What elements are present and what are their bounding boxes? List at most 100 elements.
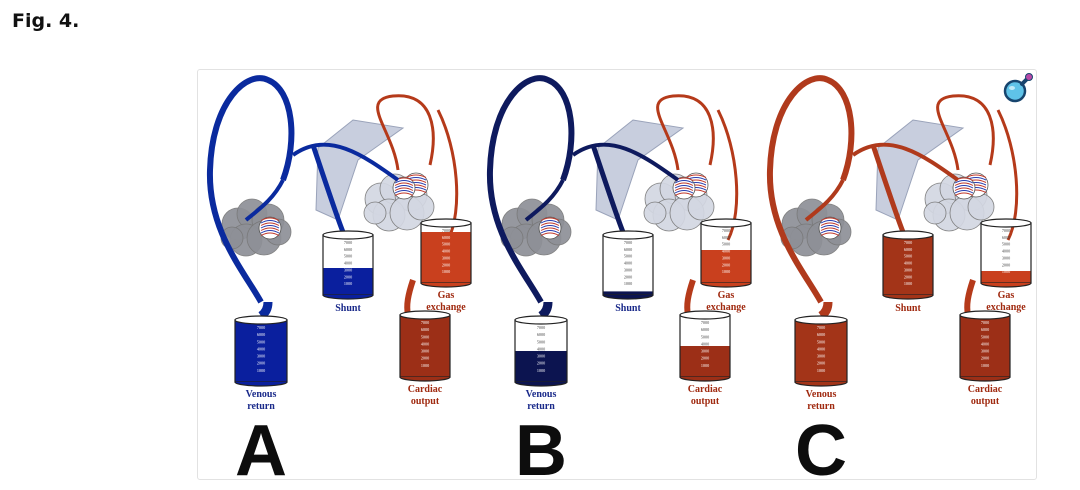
shunt-beaker-base bbox=[882, 294, 934, 300]
venous-return-beaker-tick: 5000 bbox=[257, 339, 265, 344]
venous-outflow bbox=[538, 301, 553, 320]
shunt-beaker-tick: 7000 bbox=[904, 240, 912, 245]
venous-return-beaker-tick: 2000 bbox=[817, 361, 825, 366]
gas-exchange-vessel bbox=[436, 109, 459, 241]
shunt-beaker-rim bbox=[322, 230, 374, 240]
cardiac-output-beaker-tick: 7000 bbox=[981, 320, 989, 325]
pulmonary-artery-right bbox=[291, 142, 400, 182]
shunt-beaker-tick: 4000 bbox=[344, 261, 352, 266]
venous-return-label: return bbox=[247, 401, 275, 412]
cardiac-output-beaker-liquid bbox=[960, 315, 1010, 377]
cardiac-output-beaker-tick: 7000 bbox=[421, 320, 429, 325]
gas-exchange-vessel bbox=[716, 109, 739, 241]
venous-return-beaker-tick: 5000 bbox=[537, 339, 545, 344]
right-alveolus-2-capillary bbox=[674, 187, 694, 191]
venous-return-beaker-base bbox=[794, 381, 848, 387]
venous-return-label: return bbox=[807, 401, 835, 412]
venous-return-beaker-rim bbox=[794, 315, 848, 325]
right-alveolus-2-capillary bbox=[674, 180, 694, 184]
gas-exchange-beaker-tick: 6000 bbox=[1002, 235, 1010, 240]
venous-return-beaker-tick: 1000 bbox=[537, 368, 545, 373]
cardiac-output-beaker-base bbox=[679, 376, 731, 382]
vena-cava bbox=[486, 75, 575, 304]
gas-exchange-label: exchange bbox=[706, 302, 746, 313]
right-lung bbox=[643, 173, 715, 232]
right-alveolus-2-capillary bbox=[394, 180, 414, 184]
shunt-beaker-tick: 5000 bbox=[904, 254, 912, 259]
left-alveolus-capillary bbox=[820, 220, 840, 224]
gas-exchange-beaker-tick: 5000 bbox=[1002, 242, 1010, 247]
gas-exchange-beaker-liquid bbox=[701, 250, 751, 283]
gas-exchange-beaker-tick: 7000 bbox=[442, 228, 450, 233]
shunt-vessel bbox=[870, 144, 906, 233]
right-alveolus-2-capillary bbox=[394, 185, 414, 189]
left-alveolus-capillary bbox=[820, 227, 840, 231]
cardiac-output-beaker-tick: 6000 bbox=[981, 327, 989, 332]
aorta bbox=[964, 279, 976, 316]
venous-return-beaker-liquid bbox=[515, 351, 567, 382]
shunt-beaker-tick: 7000 bbox=[344, 240, 352, 245]
gas-exchange-beaker-tick: 7000 bbox=[722, 228, 730, 233]
cardiac-output-label: output bbox=[971, 396, 1000, 407]
right-alveolus-2 bbox=[952, 176, 976, 200]
right-alveolus-2-capillary bbox=[674, 192, 694, 196]
gas-exchange-beaker-tick: 1000 bbox=[442, 269, 450, 274]
gas-exchange-label: exchange bbox=[426, 302, 466, 313]
right-alveolus-2-capillary bbox=[954, 192, 974, 196]
left-alveolus-capillary bbox=[260, 225, 280, 229]
cardiac-output-beaker-tick: 2000 bbox=[701, 356, 709, 361]
venous-return-beaker-tick: 4000 bbox=[257, 346, 265, 351]
cardiac-output-beaker-tick: 5000 bbox=[701, 334, 709, 339]
left-alveolus bbox=[258, 216, 282, 240]
gas-exchange-beaker-tick: 1000 bbox=[1002, 269, 1010, 274]
figure-label: Fig. 4. bbox=[12, 10, 80, 32]
left-alveolus-capillary bbox=[260, 220, 280, 224]
venous-return-beaker-tick: 3000 bbox=[257, 354, 265, 359]
magnifier-icon[interactable] bbox=[1000, 72, 1034, 106]
vena-cava bbox=[206, 75, 295, 304]
gas-exchange-beaker-tick: 6000 bbox=[722, 235, 730, 240]
gas-exchange-label: Gas bbox=[438, 290, 455, 301]
right-alveolus-capillary bbox=[685, 174, 707, 178]
right-alveolus-2 bbox=[672, 176, 696, 200]
shunt-beaker-tick: 4000 bbox=[904, 261, 912, 266]
shunt-beaker-tick: 4000 bbox=[624, 261, 632, 266]
shunt-beaker-tick: 3000 bbox=[624, 267, 632, 272]
venous-return-beaker-base bbox=[514, 381, 568, 387]
left-alveolus-capillary bbox=[540, 222, 560, 226]
venous-return-beaker-tick: 1000 bbox=[817, 368, 825, 373]
cardiac-output-beaker-base bbox=[399, 376, 451, 382]
shunt-beaker-tick: 5000 bbox=[624, 254, 632, 259]
shunt-beaker-liquid bbox=[603, 291, 653, 295]
right-lung-lobe bbox=[967, 193, 995, 221]
left-alveolus-capillary bbox=[820, 222, 840, 226]
right-lung-lobe bbox=[363, 201, 387, 225]
shunt-vessel bbox=[590, 144, 626, 233]
cardiac-output-beaker-tick: 2000 bbox=[981, 356, 989, 361]
shunt-beaker-tick: 6000 bbox=[624, 247, 632, 252]
shunt-beaker-tick: 6000 bbox=[904, 247, 912, 252]
cardiac-output-beaker-tick: 4000 bbox=[421, 341, 429, 346]
left-alveolus-capillary bbox=[820, 230, 840, 234]
venous-return-beaker-tick: 4000 bbox=[817, 346, 825, 351]
left-alveolus-capillary bbox=[540, 227, 560, 231]
right-lung-lobe bbox=[407, 193, 435, 221]
cardiac-output-label: Cardiac bbox=[408, 384, 443, 395]
cardiac-output-beaker-rim bbox=[399, 310, 451, 320]
panel-c: 7000600050004000300020001000700060005000… bbox=[766, 75, 1032, 479]
gas-exchange-beaker-tick: 6000 bbox=[442, 235, 450, 240]
right-alveolus-2-capillary bbox=[674, 185, 694, 189]
gas-exchange-label: Gas bbox=[718, 290, 735, 301]
gas-exchange-beaker-tick: 2000 bbox=[442, 262, 450, 267]
right-alveolus-capillary bbox=[405, 174, 427, 178]
gas-exchange-label: Gas bbox=[998, 290, 1015, 301]
venous-return-beaker-rim bbox=[514, 315, 568, 325]
panel-letter: A bbox=[235, 411, 287, 479]
shunt-beaker-base bbox=[602, 294, 654, 300]
gas-exchange-beaker-tick: 2000 bbox=[1002, 262, 1010, 267]
right-lung-lobe bbox=[643, 201, 667, 225]
gas-exchange-beaker-tick: 4000 bbox=[722, 249, 730, 254]
shunt-beaker-tick: 5000 bbox=[344, 254, 352, 259]
right-alveolus-2-capillary bbox=[954, 182, 974, 186]
